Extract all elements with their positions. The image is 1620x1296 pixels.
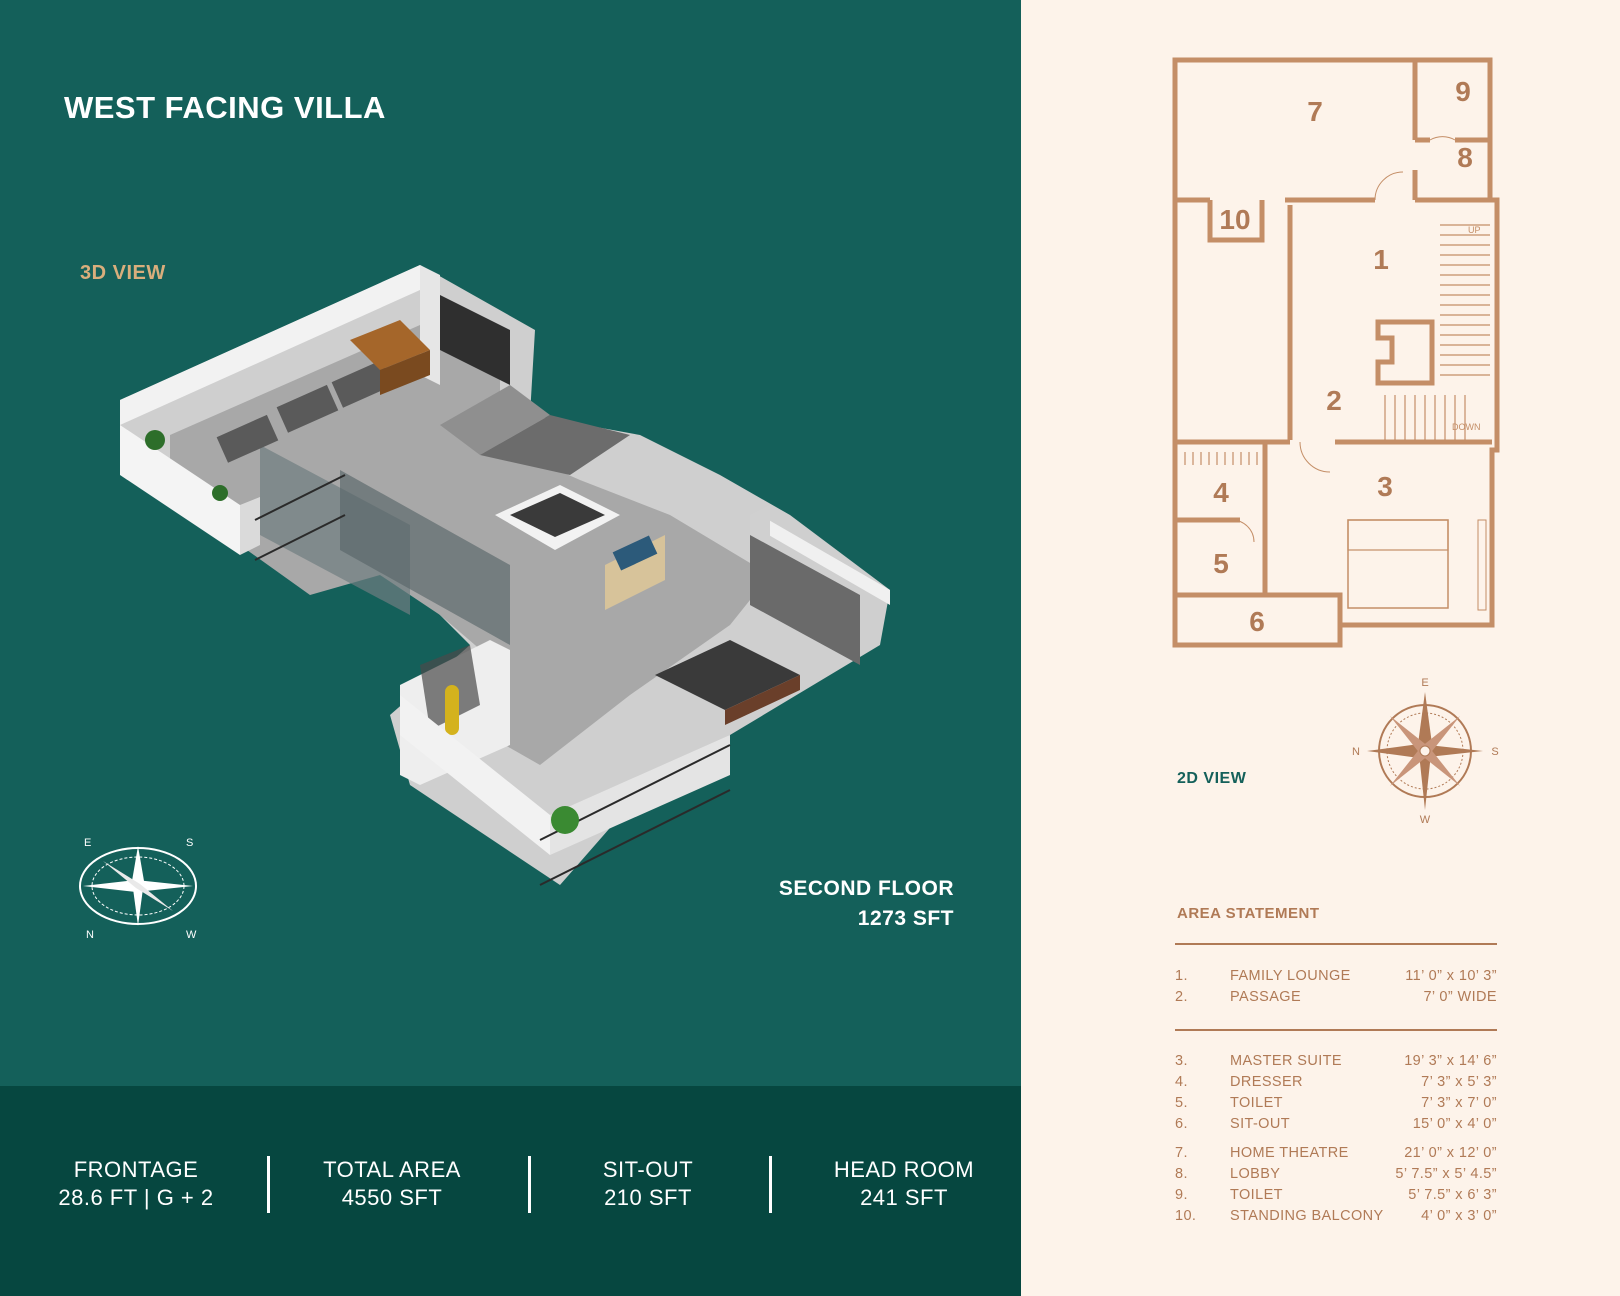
area-row-number: 2. (1175, 989, 1188, 1005)
stat-divider (769, 1156, 772, 1213)
compass-2d-icon: E N S W (1352, 677, 1499, 824)
view-3d-label: 3D VIEW (80, 262, 166, 284)
area-row-number: 4. (1175, 1074, 1188, 1090)
area-divider (1175, 943, 1497, 945)
area-row-number: 8. (1175, 1166, 1188, 1182)
room-7-label: 7 (1307, 96, 1323, 127)
area-row-name: HOME THEATRE (1230, 1145, 1349, 1161)
area-row-dimension: 15’ 0” x 4’ 0” (1412, 1116, 1497, 1132)
area-row: 8. LOBBY 5’ 7.5” x 5’ 4.5” (1175, 1166, 1497, 1186)
area-row-number: 7. (1175, 1145, 1188, 1161)
area-row: 7. HOME THEATRE 21’ 0” x 12’ 0” (1175, 1145, 1497, 1165)
view-2d-label: 2D VIEW (1177, 770, 1247, 787)
area-row-name: PASSAGE (1230, 989, 1302, 1005)
right-panel (1021, 0, 1620, 1296)
stat-value: 28.6 FT | G + 2 (58, 1185, 214, 1210)
room-6-label: 6 (1249, 606, 1265, 637)
area-row-number: 5. (1175, 1095, 1188, 1111)
stat-label: HEAD ROOM (833, 1157, 975, 1182)
compass-3d-w: W (186, 929, 197, 941)
room-2-label: 2 (1326, 385, 1342, 416)
area-row: 4. DRESSER 7’ 3” x 5’ 3” (1175, 1074, 1497, 1094)
stats-bar (0, 1086, 1021, 1296)
area-row-dimension: 11’ 0” x 10’ 3” (1405, 968, 1497, 984)
compass-2d-e: E (1421, 677, 1428, 689)
area-row-dimension: 7’ 0” WIDE (1423, 989, 1497, 1005)
stat-value: 210 SFT (604, 1185, 692, 1210)
area-row-name: FAMILY LOUNGE (1230, 968, 1351, 984)
compass-2d-w: W (1420, 814, 1431, 824)
floor-label: SECOND FLOOR 1273 SFT (779, 874, 954, 934)
area-row-number: 9. (1175, 1187, 1188, 1203)
compass-2d-s: S (1491, 746, 1498, 758)
stat-divider (528, 1156, 531, 1213)
area-row: 10. STANDING BALCONY 4’ 0” x 3’ 0” (1175, 1208, 1497, 1228)
compass-3d-n: N (86, 929, 94, 941)
room-10-label: 10 (1219, 204, 1250, 235)
page-title: WEST FACING VILLA (64, 90, 386, 125)
area-row-name: LOBBY (1230, 1166, 1281, 1182)
stat-total-area: TOTAL AREA 4550 SFT (272, 1156, 512, 1212)
stat-value: 4550 SFT (341, 1185, 443, 1210)
area-row: 3. MASTER SUITE 19’ 3” x 14’ 6” (1175, 1053, 1497, 1073)
compass-3d-icon: E S N W (79, 837, 197, 941)
area-row-dimension: 19’ 3” x 14’ 6” (1404, 1053, 1497, 1069)
area-row: 5. TOILET 7’ 3” x 7’ 0” (1175, 1095, 1497, 1115)
room-9-label: 9 (1455, 76, 1471, 107)
area-statement-title: AREA STATEMENT (1177, 905, 1320, 922)
floor-area: 1273 SFT (857, 907, 954, 930)
stat-label: SIT-OUT (602, 1157, 694, 1182)
area-row-number: 3. (1175, 1053, 1188, 1069)
stat-divider (267, 1156, 270, 1213)
area-row-dimension: 4’ 0” x 3’ 0” (1421, 1208, 1497, 1224)
area-row-number: 1. (1175, 968, 1188, 984)
area-row-name: DRESSER (1230, 1074, 1303, 1090)
area-row-dimension: 5’ 7.5” x 5’ 4.5” (1395, 1166, 1497, 1182)
area-row-dimension: 7’ 3” x 7’ 0” (1421, 1095, 1497, 1111)
area-row: 1. FAMILY LOUNGE 11’ 0” x 10’ 3” (1175, 968, 1497, 988)
room-3-label: 3 (1377, 471, 1393, 502)
plan-up-label: UP (1468, 225, 1481, 235)
area-row-name: TOILET (1230, 1187, 1283, 1203)
compass-3d-s: S (186, 837, 193, 849)
compass-3d-e: E (84, 837, 91, 849)
stat-value: 241 SFT (860, 1185, 948, 1210)
stat-sit-out: SIT-OUT 210 SFT (528, 1156, 768, 1212)
area-row-number: 10. (1175, 1208, 1197, 1224)
2d-floor-plan: UP DOWN 1 2 3 4 5 6 7 8 9 10 (1172, 57, 1500, 648)
stat-frontage: FRONTAGE 28.6 FT | G + 2 (16, 1156, 256, 1212)
stat-head-room: HEAD ROOM 241 SFT (784, 1156, 1024, 1212)
stat-label: TOTAL AREA (323, 1157, 461, 1182)
plan-down-label: DOWN (1452, 422, 1481, 432)
area-row-number: 6. (1175, 1116, 1188, 1132)
compass-2d-n: N (1352, 746, 1360, 758)
room-8-label: 8 (1457, 142, 1473, 173)
stat-label: FRONTAGE (73, 1157, 199, 1182)
room-1-label: 1 (1373, 244, 1389, 275)
area-row-dimension: 5’ 7.5” x 6’ 3” (1408, 1187, 1497, 1203)
area-row-name: STANDING BALCONY (1230, 1208, 1384, 1224)
area-row-name: MASTER SUITE (1230, 1053, 1342, 1069)
floor-name: SECOND FLOOR (778, 877, 954, 900)
area-row-dimension: 7’ 3” x 5’ 3” (1421, 1074, 1497, 1090)
area-row: 6. SIT-OUT 15’ 0” x 4’ 0” (1175, 1116, 1497, 1136)
room-5-label: 5 (1213, 548, 1229, 579)
area-row-name: TOILET (1230, 1095, 1283, 1111)
area-row: 9. TOILET 5’ 7.5” x 6’ 3” (1175, 1187, 1497, 1207)
room-4-label: 4 (1213, 477, 1229, 508)
area-row-name: SIT-OUT (1230, 1116, 1290, 1132)
3d-floor-rendering (120, 265, 890, 886)
area-row-dimension: 21’ 0” x 12’ 0” (1404, 1145, 1497, 1161)
area-divider (1175, 1029, 1497, 1031)
area-row: 2. PASSAGE 7’ 0” WIDE (1175, 989, 1497, 1009)
